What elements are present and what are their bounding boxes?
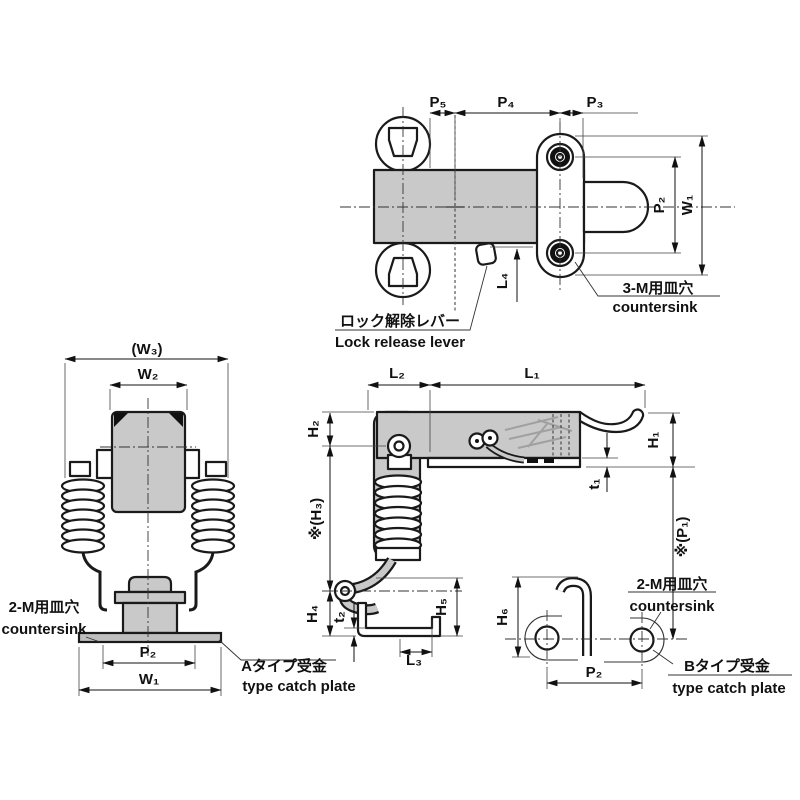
hidden-lines (552, 414, 570, 456)
extension-lines-top-view (429, 112, 708, 276)
lock-release-lever (475, 242, 497, 266)
bail-wire-left (81, 551, 108, 612)
note-b-type-plate-jp: Bタイプ受金 (684, 657, 771, 675)
bottom-flange (426, 456, 582, 469)
dim-label-w2: W₂ (138, 366, 159, 383)
note-countersink-2m-b-en: countersink (629, 598, 715, 615)
upper-pivot-hole (393, 440, 405, 452)
dim-label-p4: P₄ (497, 94, 514, 111)
dim-label-p5: P₅ (430, 94, 447, 111)
dim-label-l4: L₄ (494, 273, 511, 289)
dim-label-p2-side: P₂ (586, 664, 603, 681)
flange-tab-1 (527, 458, 538, 463)
coil-spring-right (190, 478, 236, 554)
flange-tab-2 (544, 458, 554, 463)
dim-label-t2: t₂ (331, 611, 348, 623)
center-lines (100, 107, 735, 670)
extension-lines-side-view (322, 390, 695, 689)
latch-top-view (372, 115, 650, 299)
body-corner-tab-right (169, 413, 183, 427)
note-lock-lever-jp: ロック解除レバー (340, 312, 460, 330)
catch-base-plate-a (77, 631, 223, 644)
pin-dot-2 (488, 436, 492, 440)
note-countersink-3m-en: countersink (612, 299, 698, 316)
note-countersink-2m-b-jp: 2-M用皿穴 (637, 575, 708, 593)
dim-label-h5: H₅ (433, 598, 450, 616)
catch-body-front (110, 410, 187, 514)
body-corner-tab-left (114, 413, 128, 427)
catch-cross-bar (113, 590, 187, 605)
coil-spring-left (60, 478, 106, 554)
dim-label-l3: L₃ (406, 652, 422, 669)
b-plate-hook (557, 579, 590, 656)
note-b-type-plate-en: type catch plate (672, 680, 785, 697)
latch-side-view (333, 408, 665, 663)
dim-label-l1: L₁ (524, 365, 539, 382)
leader-lines-side-view (628, 591, 792, 676)
note-countersink-2m-a-jp: 2-M用皿穴 (9, 598, 80, 616)
note-lock-lever-en: Lock release lever (335, 334, 465, 351)
dim-label-p2-front: P₂ (140, 644, 157, 661)
mechanism-arm (486, 443, 525, 462)
spring-keeper (374, 546, 422, 562)
catch-front-view (60, 410, 236, 644)
dimension-lines (64, 109, 706, 694)
dim-label-h3: ※(H₃) (307, 498, 325, 540)
dim-label-h1: H₁ (645, 431, 662, 448)
bail-wire-right (188, 551, 215, 612)
dim-label-h4: H₄ (304, 605, 321, 623)
latch-hook-lip (578, 408, 645, 434)
dim-label-p1: ※(P₁) (673, 517, 691, 558)
dim-label-w1-front: W₁ (139, 671, 159, 688)
note-a-type-plate-jp: Aタイプ受金 (241, 657, 328, 675)
extension-lines-front-view (64, 363, 229, 696)
top-roller-lower-cup (387, 256, 419, 288)
dim-label-w3: (W₃) (131, 341, 162, 358)
spring-top-tab-left (68, 460, 92, 478)
note-countersink-3m-jp: 3-M用皿穴 (623, 279, 694, 297)
dim-label-l2: L₂ (389, 365, 405, 382)
dim-label-p2-top: P₂ (651, 197, 668, 214)
leader-lines-front-view (85, 636, 336, 661)
dim-label-t1: t₁ (586, 478, 603, 489)
spring-top-tab-right (204, 460, 228, 478)
dim-label-h2: H₂ (305, 420, 322, 438)
dim-label-h6: H₆ (494, 608, 511, 626)
pin-dot-1 (475, 439, 479, 443)
b-plate-hook-outline (555, 576, 592, 656)
note-a-type-plate-en: type catch plate (242, 678, 355, 695)
leader-lines-top-view (335, 261, 720, 331)
side-coil-spring (373, 474, 423, 553)
catch-pedestal (121, 601, 179, 635)
dim-label-p3: P₃ (587, 94, 604, 111)
b-plate-phantom-outline (524, 615, 665, 663)
note-countersink-2m-a-en: countersink (1, 621, 87, 638)
catch-button-dome (127, 575, 173, 594)
dim-label-w1-top: W₁ (679, 195, 696, 215)
mechanism-smudge (504, 416, 573, 449)
